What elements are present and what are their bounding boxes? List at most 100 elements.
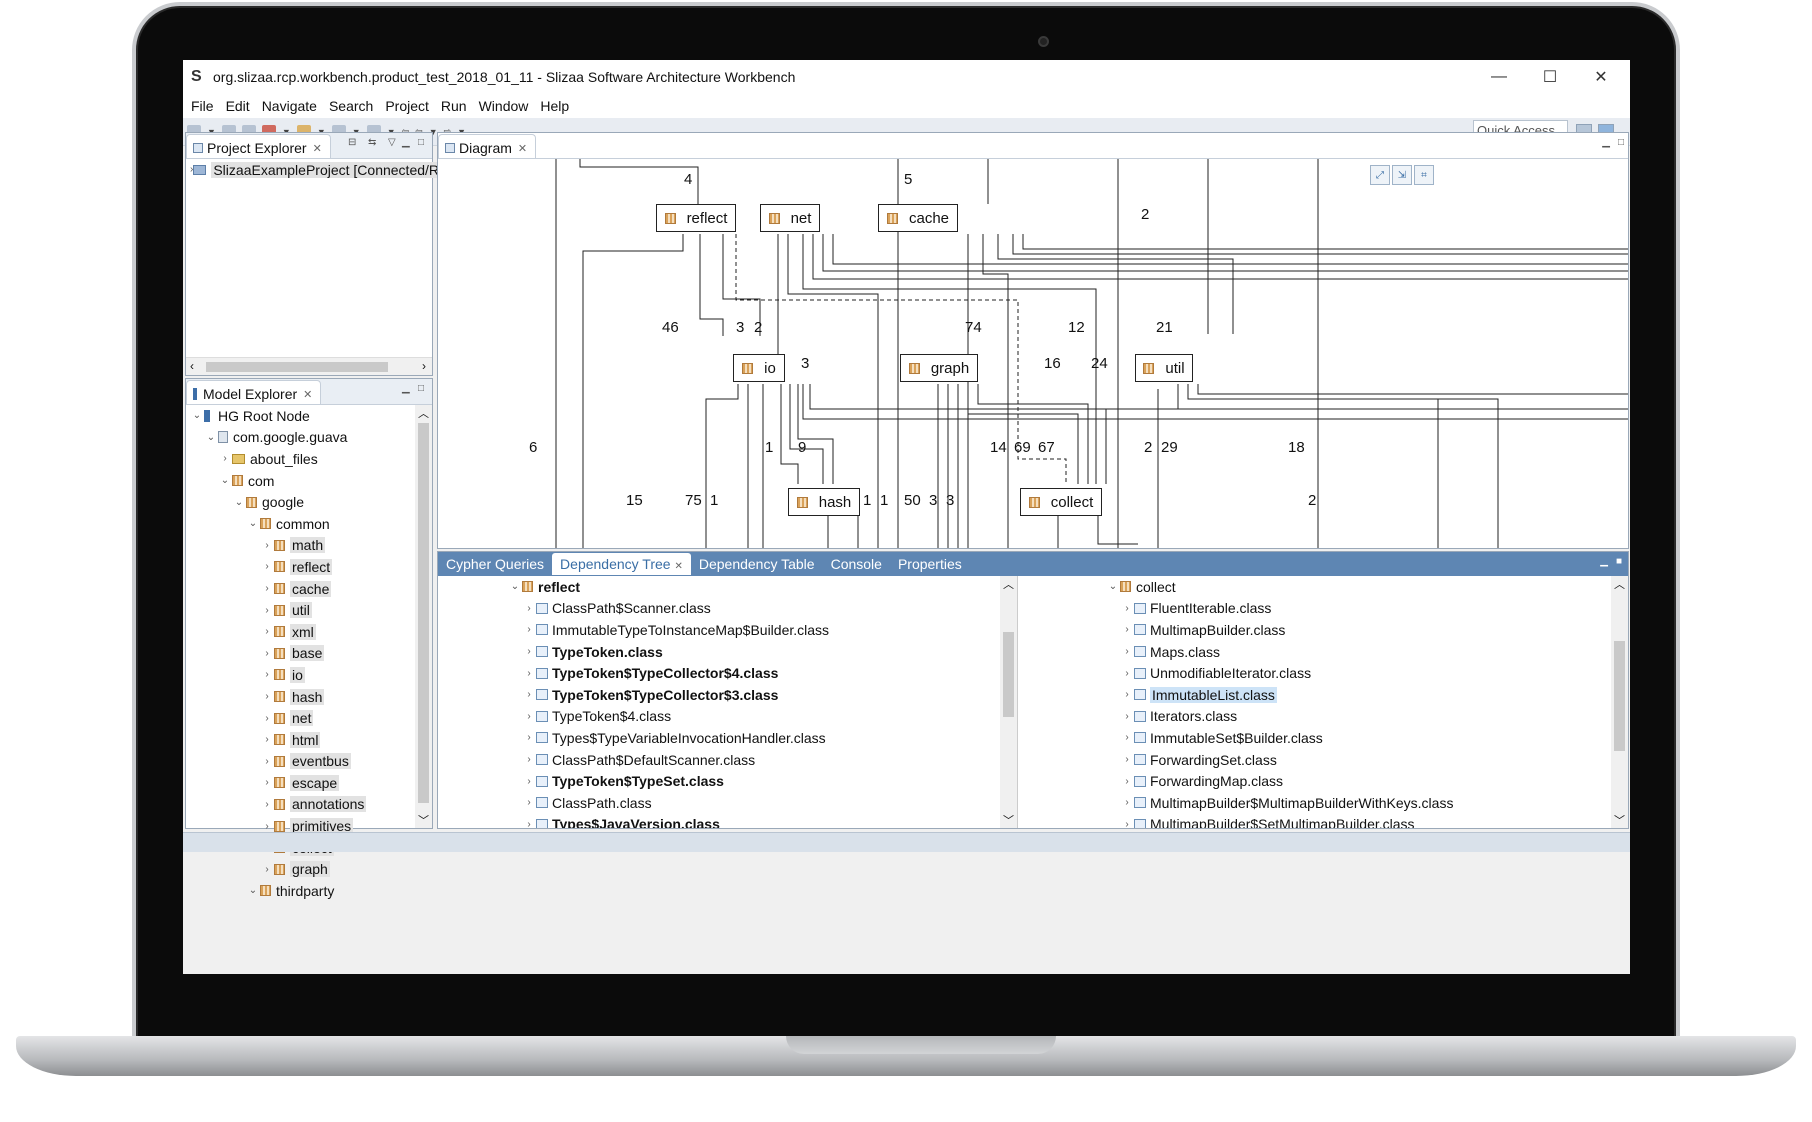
tree-row[interactable]: ⌄ reflect — [438, 576, 1017, 598]
forward-dropdown-icon[interactable]: ▼ — [457, 127, 466, 137]
tree-row[interactable]: ⌄ google — [186, 491, 432, 513]
chevron-right-icon[interactable]: › — [190, 164, 194, 176]
tree-row[interactable]: ›eventbus — [186, 751, 432, 773]
tree-row[interactable]: ›ImmutableList.class — [1020, 684, 1628, 706]
tree-row[interactable]: ›TypeToken$4.class — [438, 706, 1017, 728]
chevron-right-icon[interactable]: › — [1125, 818, 1129, 828]
tree-row[interactable]: ›math — [186, 535, 432, 557]
close-icon[interactable]: ✕ — [303, 388, 313, 401]
tree-row[interactable]: ›annotations — [186, 794, 432, 816]
tree-row[interactable]: ›base — [186, 643, 432, 665]
tree-row[interactable]: ›escape — [186, 772, 432, 794]
chevron-down-icon[interactable]: ⌄ — [248, 885, 258, 897]
forward-icon[interactable]: ⇨ — [443, 126, 452, 136]
menu-run[interactable]: Run — [440, 98, 467, 114]
back-nav-icon[interactable]: ⇦ — [415, 126, 423, 136]
chevron-right-icon[interactable]: › — [265, 798, 269, 810]
tree-row[interactable]: ›xml — [186, 621, 432, 643]
diagram-node-collect[interactable]: collect — [1020, 488, 1102, 516]
diagram-node-net[interactable]: net — [760, 204, 820, 232]
zoom-selection-icon[interactable]: ⇲ — [1392, 165, 1412, 185]
menu-window[interactable]: Window — [478, 98, 529, 114]
chevron-right-icon[interactable]: › — [527, 754, 531, 766]
chevron-down-icon[interactable]: ⌄ — [234, 496, 244, 508]
chevron-right-icon[interactable]: › — [1125, 754, 1129, 766]
chevron-right-icon[interactable]: › — [265, 712, 269, 724]
tab-project-explorer[interactable]: Project Explorer ✕ — [186, 134, 331, 158]
tab-diagram[interactable]: Diagram ✕ — [438, 134, 537, 158]
chevron-right-icon[interactable]: › — [527, 818, 531, 828]
maximize-button[interactable]: ☐ — [1542, 69, 1558, 86]
tree-row[interactable]: ⌄ com.google.guava — [186, 427, 432, 449]
diagram-node-cache[interactable]: cache — [878, 204, 958, 232]
chevron-right-icon[interactable]: › — [265, 755, 269, 767]
tree-row[interactable]: ›cache — [186, 578, 432, 600]
chevron-right-icon[interactable]: › — [223, 453, 227, 465]
chevron-down-icon[interactable]: ⌄ — [248, 518, 258, 530]
tab-properties[interactable]: Properties — [897, 556, 962, 572]
view-menu-icon[interactable]: ▽ — [388, 137, 396, 148]
chevron-right-icon[interactable]: › — [1125, 797, 1129, 809]
maximize-view-icon[interactable]: □ — [1617, 137, 1624, 148]
chevron-down-icon[interactable]: ⌄ — [510, 581, 520, 593]
annotation-prev-dropdown-icon[interactable]: ▼ — [387, 127, 396, 137]
chevron-right-icon[interactable]: › — [1125, 646, 1129, 658]
new-dropdown-icon[interactable]: ▼ — [207, 127, 216, 137]
collapse-all-icon[interactable]: ⊟ — [348, 137, 357, 148]
menu-navigate[interactable]: Navigate — [261, 98, 317, 114]
minimize-view-icon[interactable]: ▁ — [1600, 556, 1608, 567]
chevron-right-icon[interactable]: › — [1125, 667, 1129, 679]
tree-row[interactable]: ›TypeToken$TypeSet.class — [438, 770, 1017, 792]
scroll-thumb[interactable] — [418, 423, 429, 803]
maximize-view-icon[interactable]: ■ — [1615, 556, 1622, 567]
chevron-right-icon[interactable]: › — [265, 669, 269, 681]
tree-row[interactable]: › about_files — [186, 448, 432, 470]
maximize-view-icon[interactable]: □ — [418, 383, 425, 394]
chevron-right-icon[interactable]: › — [527, 732, 531, 744]
edit-dropdown-icon[interactable]: ▼ — [317, 127, 326, 137]
chevron-right-icon[interactable]: › — [265, 647, 269, 659]
tree-row[interactable]: ›FluentIterable.class — [1020, 598, 1628, 620]
diagram-node-hash[interactable]: hash — [788, 488, 860, 516]
tab-cypher-queries[interactable]: Cypher Queries — [446, 556, 545, 572]
tree-row[interactable]: ›ImmutableTypeToInstanceMap$Builder.clas… — [438, 619, 1017, 641]
tree-row[interactable]: ⌄ com — [186, 470, 432, 492]
close-icon[interactable]: ✕ — [312, 142, 322, 155]
tree-row[interactable]: ›Maps.class — [1020, 641, 1628, 663]
scroll-down-icon[interactable]: ﹀ — [1003, 815, 1014, 827]
scroll-thumb[interactable] — [1003, 632, 1014, 717]
menu-search[interactable]: Search — [328, 98, 374, 114]
tree-row[interactable]: ›ClassPath.class — [438, 792, 1017, 814]
run-dropdown-icon[interactable]: ▼ — [282, 127, 291, 137]
chevron-right-icon[interactable]: › — [265, 561, 269, 573]
tree-row[interactable]: ›net — [186, 707, 432, 729]
tree-row[interactable]: ›primitives — [186, 815, 432, 837]
tree-row[interactable]: ›TypeToken$TypeCollector$3.class — [438, 684, 1017, 706]
chevron-right-icon[interactable]: › — [527, 775, 531, 787]
tree-row[interactable]: ›util — [186, 599, 432, 621]
tree-row[interactable]: ›TypeToken$TypeCollector$4.class — [438, 662, 1017, 684]
menu-edit[interactable]: Edit — [225, 98, 250, 114]
menu-help[interactable]: Help — [540, 98, 570, 114]
scroll-down-icon[interactable]: ﹀ — [1614, 815, 1625, 827]
tree-row[interactable]: ›ImmutableSet$Builder.class — [1020, 727, 1628, 749]
tree-row[interactable]: ›Iterators.class — [1020, 706, 1628, 728]
tree-row[interactable]: ⌄ HG Root Node — [186, 405, 432, 427]
chevron-right-icon[interactable]: › — [527, 689, 531, 701]
chevron-right-icon[interactable]: › — [265, 820, 269, 832]
chevron-down-icon[interactable]: ⌄ — [1108, 581, 1118, 593]
chevron-right-icon[interactable]: › — [527, 667, 531, 679]
tree-row[interactable]: ›Types$TypeVariableInvocationHandler.cla… — [438, 727, 1017, 749]
scroll-up-icon[interactable]: ︿ — [1003, 579, 1014, 591]
scroll-down-icon[interactable]: ﹀ — [418, 815, 429, 827]
tree-row[interactable]: ›ForwardingMap.class — [1020, 770, 1628, 792]
chevron-right-icon[interactable]: › — [265, 583, 269, 595]
chevron-right-icon[interactable]: › — [265, 539, 269, 551]
chevron-right-icon[interactable]: › — [265, 604, 269, 616]
tab-model-explorer[interactable]: Model Explorer ✕ — [186, 380, 322, 404]
vertical-scrollbar[interactable]: ︿ ﹀ — [1611, 576, 1628, 828]
tree-row[interactable]: ›ForwardingSet.class — [1020, 749, 1628, 771]
scroll-right-icon[interactable]: › — [422, 359, 426, 373]
chevron-down-icon[interactable]: ⌄ — [206, 431, 216, 443]
menu-file[interactable]: File — [191, 98, 214, 114]
